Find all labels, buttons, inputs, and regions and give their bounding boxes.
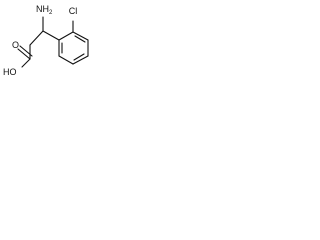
ring-double-bond-1 [74,35,86,43]
chemical-structure-diagram: NH2 Cl HO O [3,4,89,77]
bond-c1-oh [21,58,31,68]
bond-c3-c2 [29,30,44,46]
chloro-label: Cl [69,6,78,16]
ring-bond-2 [72,31,89,41]
ring-double-bond-2 [73,53,85,61]
amino-main: NH [36,4,49,14]
ring-bond-1 [58,31,74,41]
amino-label: NH2 [36,4,53,16]
bond-c3-ring [42,30,60,41]
ring-bond-4 [72,55,89,65]
hydroxyl-label: HO [3,67,17,77]
bond-c1-o-double-a [17,48,31,60]
amino-subscript: 2 [49,10,53,16]
bond-c1-o-double-b [19,45,33,57]
carbonyl-oxygen-label: O [12,40,19,50]
ring-bond-5 [58,55,74,65]
